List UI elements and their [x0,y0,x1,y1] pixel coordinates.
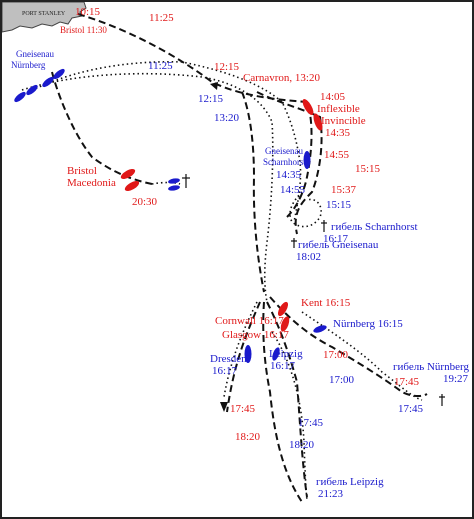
label-dresden: Dresden [210,353,247,365]
label-t1515b: 15:15 [326,199,352,211]
track-gneisenau [19,60,302,223]
label-t1617b: 16:17 [270,360,296,372]
label-t1745d: 17:45 [298,417,324,429]
track-invincible [77,13,313,218]
label-sink-nurnberg: гибель Nürnberg [393,361,469,373]
label-carnavron: Carnavron, 13:20 [243,72,320,84]
label-leipzig: Leipzig [269,348,303,360]
ship-macedonia [124,180,140,192]
track-scharnhorst [289,191,322,228]
label-t1617c: 16:17 [212,365,238,377]
track-dresden-pursuit [226,301,261,413]
label-t1015: 10:15 [75,6,101,18]
label-t1537: 15:37 [331,184,357,196]
label-sink-scharnhorst: гибель Scharnhorst [331,221,418,233]
ship-inflexible [302,99,314,115]
label-t1455r: 14:55 [324,149,350,161]
ship-cornwall [280,316,290,332]
label-gneisenau-top: Gneisenau [16,49,54,59]
label-t1435b: 14:35 [276,169,302,181]
label-sink-leipzig: гибель Leipzig [316,476,384,488]
label-invincible: Invincible [321,115,366,127]
ship-top-2 [26,84,38,96]
label-t1745c: 17:45 [398,403,424,415]
label-t1515r: 15:15 [355,163,381,175]
label-bristol-1130: Bristol 11:30 [60,25,107,35]
label-t1617a: 16:17 [323,233,349,245]
ship-bristol-2 [168,185,180,191]
coastline-land [2,2,87,33]
label-t1745b: 17:45 [230,403,256,415]
track-bristol [51,71,153,185]
label-cornwall: Cornwall 16:17 [215,315,284,327]
label-sink-gneisenau: гибель Gneisenau [298,239,379,251]
label-t2030: 20:30 [132,196,158,208]
label-kent: Kent 16:15 [301,297,351,309]
ship-bristol [120,168,136,180]
label-t1455b: 14:55 [280,184,306,196]
dresden-arrow [220,402,228,412]
label-t1320: 13:20 [214,112,240,124]
ship-top-1 [14,91,26,103]
label-t1125a: 11:25 [149,12,174,24]
label-macedonia: Macedonia [67,177,116,189]
label-t1802: 18:02 [296,251,321,263]
coastline-label: PORT STANLEY [22,11,66,17]
label-t1435r: 14:35 [325,127,351,139]
track-inflexible [256,91,323,235]
label-t1745a: 17:45 [394,376,420,388]
label-t1215b: 12:15 [198,93,224,105]
ship-nurnberg [313,325,327,333]
label-t1927: 19:27 [443,373,469,385]
label-t1820r: 18:20 [235,431,261,443]
ship-invincible [313,113,323,131]
track-nurnberg-group [21,72,274,303]
german-tracks [19,60,423,501]
label-t1405: 14:05 [320,91,346,103]
ship-gneisenau-mid [303,151,311,169]
label-t1700r: 17:00 [323,349,349,361]
label-bristol: Bristol [67,165,97,177]
label-inflexible: Inflexible [317,103,360,115]
label-t1700b: 17:00 [329,374,355,386]
label-t1215a: 12:15 [214,61,240,73]
british-tracks [51,13,428,503]
ship-dresden [244,345,252,363]
track-cornwall [262,301,303,503]
ship-kent [277,301,289,317]
label-nurnberg-1615: Nürnberg 16:15 [333,318,403,330]
label-gneisenau-mid: Gneisenau [265,146,303,156]
label-nurnberg-top: Nürnberg [11,60,46,70]
track-carnarvon [241,91,265,293]
ship-leipzig [272,347,280,361]
ship-top-4 [53,68,65,80]
label-glasgow: Glasgow 16:17 [222,329,289,341]
track-leipzig [271,331,308,501]
label-t1125b: 11:25 [148,60,173,72]
label-t1820b: 18:20 [289,439,315,451]
label-scharnhorst-mid: Scharnhorst [263,157,306,167]
track-dresden [223,301,258,398]
ship-bristol-1 [168,178,180,184]
label-t2123: 21:23 [318,488,344,500]
sink-markers [182,174,445,406]
track-glasgow [266,301,308,498]
track-arrow [210,82,218,90]
ship-top-3 [42,76,54,88]
